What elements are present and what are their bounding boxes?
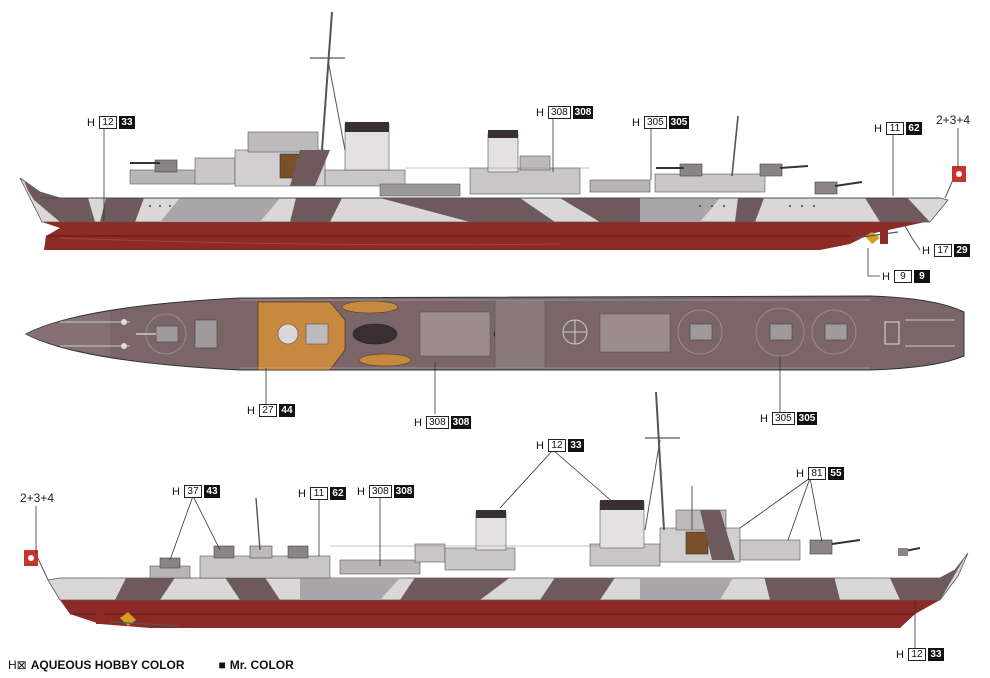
aqueous-label: AQUEOUS HOBBY COLOR	[30, 658, 185, 672]
label-top-h1233: H 12 33	[87, 116, 135, 129]
top-leaders	[103, 118, 959, 277]
plan-view	[24, 295, 965, 371]
label-top-h305: H 305 305	[632, 116, 690, 129]
top-profile	[19, 11, 966, 250]
label-top-h99: H 9 9	[882, 270, 930, 283]
label-bottom-h8155: H 81 55	[796, 467, 844, 480]
flag-code-top: 2+3+4	[936, 113, 971, 127]
mr-label: Mr. COLOR	[229, 658, 294, 672]
label-bottom-h1162: H 11 62	[298, 487, 346, 500]
aqueous-symbol: H⊠	[8, 658, 27, 672]
bottom-propeller	[120, 612, 136, 626]
top-propeller	[865, 232, 880, 244]
label-top-h1162: H 11 62	[874, 122, 922, 135]
bottom-profile	[24, 391, 969, 628]
legend-mr: ■ Mr. COLOR	[219, 658, 294, 672]
bottom-leaders	[35, 449, 916, 648]
mr-symbol: ■	[218, 658, 226, 672]
label-top-h1729: H 17 29	[922, 244, 970, 257]
plan-leaders	[265, 356, 781, 414]
legend-aqueous: H⊠ AQUEOUS HOBBY COLOR	[8, 658, 185, 672]
label-bottom-h308: H 308 308	[357, 485, 415, 498]
label-top-h308: H 308 308	[536, 106, 594, 119]
label-plan-h305: H 305 305	[760, 412, 818, 425]
plan-bridge-wood	[257, 301, 346, 371]
label-bottom-h3743: H 37 43	[172, 485, 220, 498]
flag-code-bottom: 2+3+4	[20, 491, 55, 505]
label-bottom-h1233b: H 12 33	[896, 648, 944, 661]
label-plan-h308: H 308 308	[414, 416, 472, 429]
label-bottom-h1233: H 12 33	[536, 439, 584, 452]
color-legend: H⊠ AQUEOUS HOBBY COLOR ■ Mr. COLOR	[8, 658, 294, 672]
label-plan-h2744: H 27 44	[247, 404, 295, 417]
